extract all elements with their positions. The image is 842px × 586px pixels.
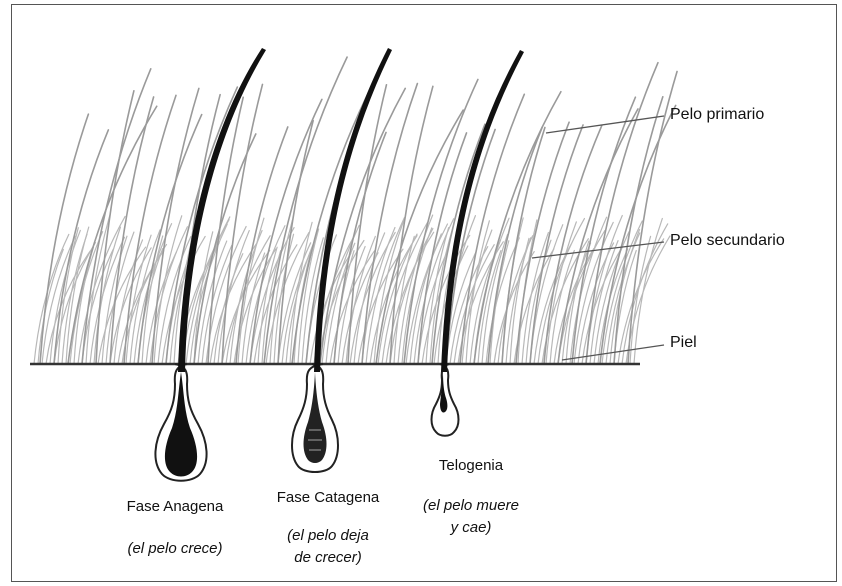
primary-hair-strand (418, 133, 466, 364)
primary-hair-pointer (546, 116, 664, 133)
catagen-note-line-2: de crecer) (253, 547, 403, 569)
secondary-hair-label: Pelo secundario (670, 232, 785, 250)
telogen-follicle (432, 364, 459, 436)
anagen-follicle (155, 364, 206, 481)
telogen-title: Telogenia (406, 457, 536, 474)
anagen-note: (el pelo crece) (100, 538, 250, 560)
anagen-title: Fase Anagena (110, 498, 240, 515)
skin-pointer (562, 345, 664, 360)
secondary-hair-strand (534, 245, 571, 364)
telogen-note-line-2: y cae) (396, 517, 546, 539)
secondary-hair-pointer (532, 242, 664, 258)
anagen-note-line: (el pelo crece) (100, 538, 250, 560)
primary-hair-label: Pelo primario (670, 106, 764, 124)
skin-label: Piel (670, 334, 697, 352)
catagen-follicle (292, 364, 338, 472)
secondary-hair-strand (234, 249, 276, 364)
primary-hair-strand (208, 97, 243, 364)
telogen-note-line-1: (el pelo muere (396, 495, 546, 517)
primary-hair-strand (110, 97, 154, 364)
secondary-hair-strand (66, 227, 89, 364)
primary-hair-strand (502, 127, 545, 364)
primary-hair-strand (544, 126, 602, 364)
catagen-note: (el pelo deja de crecer) (253, 525, 403, 569)
secondary-hair-strand (250, 228, 294, 364)
catagen-title: Fase Catagena (263, 489, 393, 506)
telogen-note: (el pelo muere y cae) (396, 495, 546, 539)
primary-hair-strand (54, 130, 108, 364)
catagen-note-line-1: (el pelo deja (253, 525, 403, 547)
